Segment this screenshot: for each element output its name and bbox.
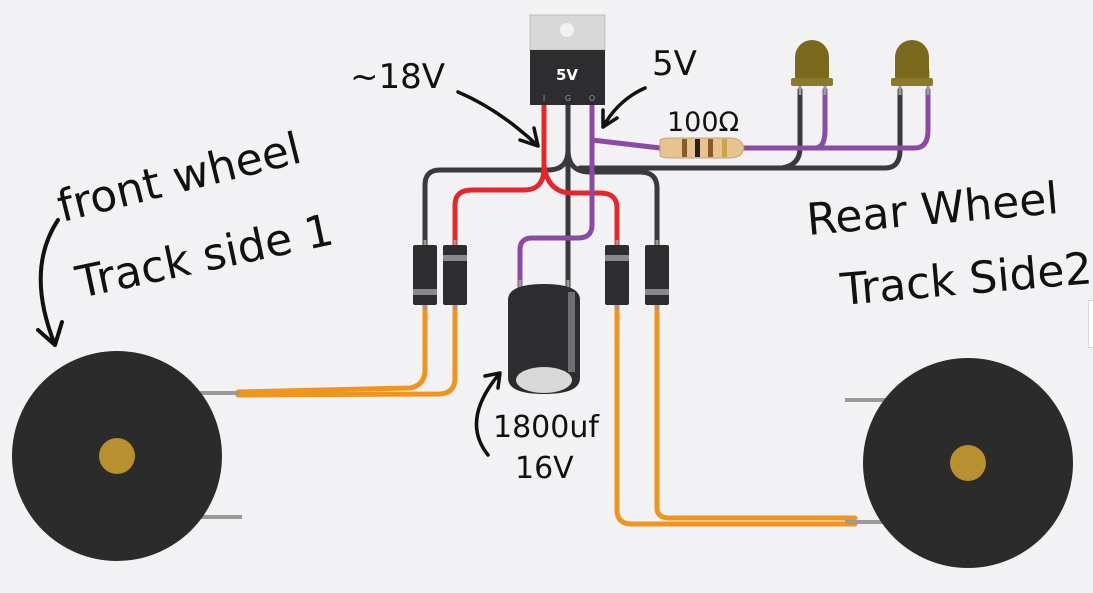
wire-orange-front-2: [235, 297, 458, 398]
diode-4: [645, 240, 669, 310]
wire-black-ground-right: [565, 147, 660, 248]
resistor-band-2: [695, 139, 700, 157]
output-arrow-icon: [601, 86, 647, 129]
wire-orange-rear-1: [614, 297, 858, 527]
diode-2: [443, 240, 467, 310]
rear-wheel-label-line2: Track Side2: [838, 243, 1093, 316]
side-panel-tab[interactable]: [1088, 300, 1093, 348]
wire-red-input-left: [452, 97, 547, 248]
capacitor-top: [516, 367, 572, 393]
diode-1: [413, 240, 437, 310]
wire-orange-front-1: [235, 297, 428, 395]
input-voltage-label: ~18V: [350, 57, 445, 97]
resistor-band-1: [682, 139, 687, 157]
resistor-band-4: [722, 139, 727, 157]
capacitor-label-line2: 16V: [515, 451, 574, 486]
wires: [235, 87, 931, 527]
wire-orange-rear-2: [654, 297, 858, 521]
resistor: [659, 137, 745, 159]
led-2: [891, 40, 933, 95]
capacitor-label-line1: 1800uf: [493, 410, 600, 445]
regulator-pin-i: I: [543, 94, 545, 103]
regulator-mount-hole: [560, 23, 574, 37]
wire-black-led-bus: [577, 87, 903, 171]
wire-red-input-right: [541, 162, 620, 248]
wire-purple-led-bus: [739, 87, 828, 151]
front-wheel-hub: [99, 438, 135, 474]
front-wheel: [12, 351, 242, 561]
output-voltage-label: 5V: [652, 44, 697, 84]
capacitor: [508, 280, 580, 394]
capacitor-arrow-icon: [474, 371, 502, 457]
input-arrow-icon: [456, 90, 540, 148]
front-wheel-arrow-icon: [36, 218, 64, 347]
regulator-pin-g: G: [565, 94, 571, 103]
capacitor-stripe: [568, 292, 575, 372]
wire-purple-capacitor: [517, 137, 595, 293]
regulator-pin-o: O: [589, 94, 595, 103]
rear-wheel-label-line1: Rear Wheel: [805, 173, 1061, 246]
resistor-value-label: 100Ω: [667, 107, 739, 138]
led-1: [791, 40, 833, 95]
diode-3: [605, 240, 629, 310]
wire-purple-led2: [812, 87, 931, 151]
voltage-regulator: 5V I G O: [529, 14, 606, 105]
resistor-band-3: [708, 139, 713, 157]
regulator-label: 5V: [556, 66, 578, 84]
rear-wheel: [845, 358, 1073, 568]
rear-wheel-hub: [950, 445, 986, 481]
wire-black-led1: [779, 87, 803, 171]
